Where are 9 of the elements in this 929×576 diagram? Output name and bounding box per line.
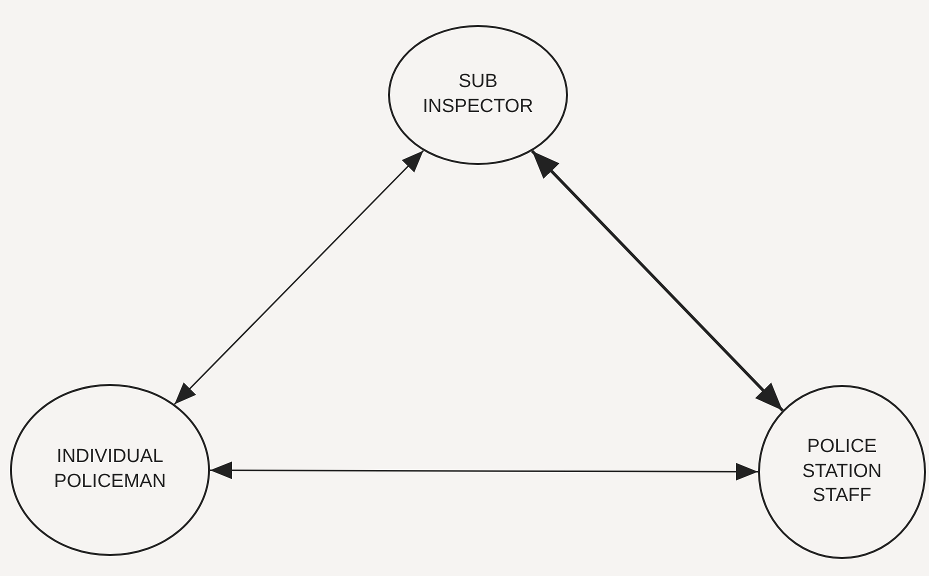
ellipse-node xyxy=(388,25,568,165)
ellipse-node xyxy=(758,385,926,559)
double-arrow xyxy=(210,462,758,480)
double-arrow xyxy=(174,150,424,405)
node-label: POLICE STATION STAFF xyxy=(801,434,883,508)
node-label: SUB INSPECTOR xyxy=(422,70,534,119)
ellipse-node xyxy=(10,384,210,556)
double-arrow xyxy=(530,150,784,412)
node-label: INDIVIDUAL POLICEMAN xyxy=(53,445,167,494)
